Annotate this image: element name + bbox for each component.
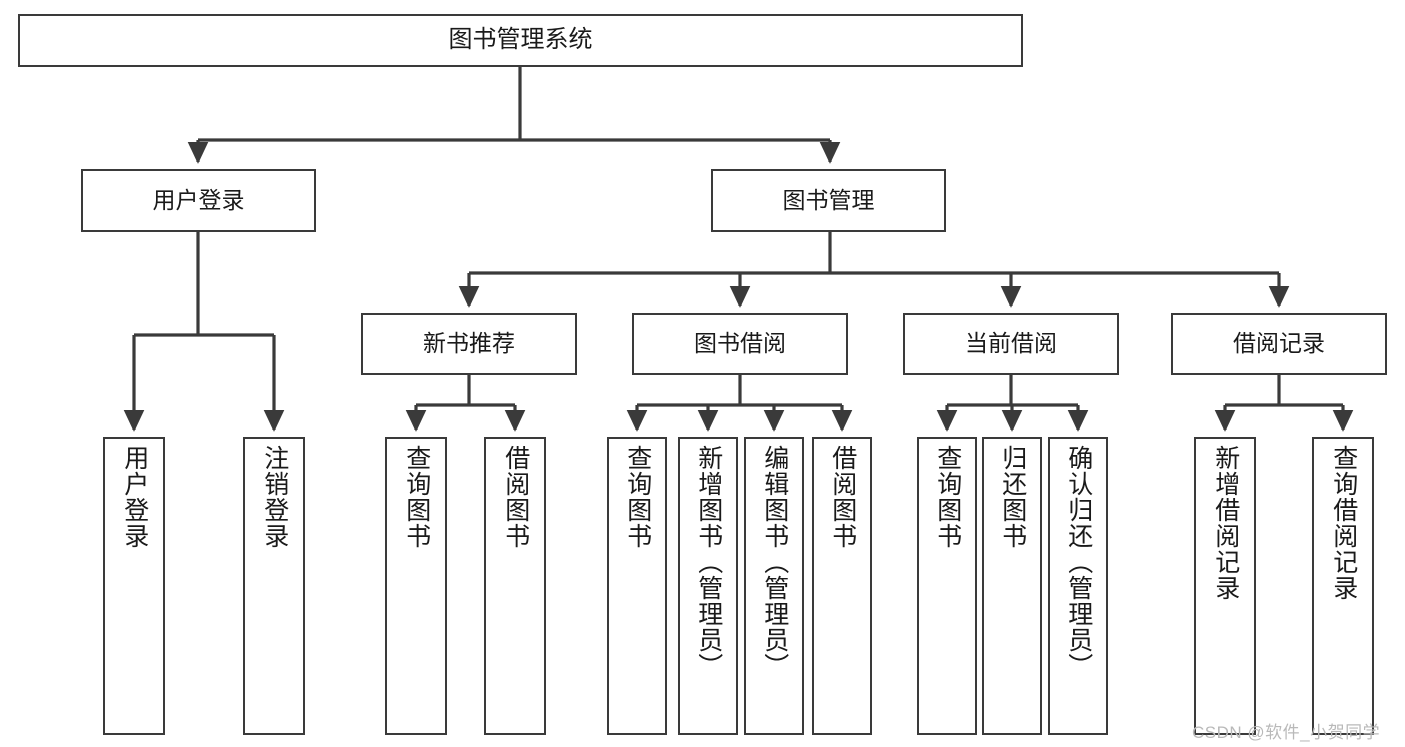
node-new-book-recommend[interactable]: 新书推荐 bbox=[361, 313, 577, 375]
leaf-add-borrow-record[interactable]: 新增借阅记录 bbox=[1194, 437, 1256, 735]
node-borrow-record[interactable]: 借阅记录 bbox=[1171, 313, 1387, 375]
leaf-query-book-borrow-label: 查询图书 bbox=[623, 445, 652, 549]
leaf-query-book-borrow[interactable]: 查询图书 bbox=[607, 437, 667, 735]
leaf-return-book-label: 归还图书 bbox=[998, 445, 1027, 549]
leaf-add-borrow-record-label: 新增借阅记录 bbox=[1211, 445, 1240, 601]
node-book-borrow[interactable]: 图书借阅 bbox=[632, 313, 848, 375]
leaf-query-book-recommend-label: 查询图书 bbox=[402, 445, 431, 549]
node-user-login-label: 用户登录 bbox=[152, 186, 245, 213]
leaf-add-book-admin[interactable]: 新增图书（管理员） bbox=[678, 437, 738, 735]
node-current-borrow-label: 当前借阅 bbox=[965, 330, 1057, 357]
leaf-borrow-book-recommend[interactable]: 借阅图书 bbox=[484, 437, 546, 735]
leaf-query-borrow-record[interactable]: 查询借阅记录 bbox=[1312, 437, 1374, 735]
leaf-borrow-book-recommend-label: 借阅图书 bbox=[501, 445, 530, 549]
leaf-user-login-label: 用户登录 bbox=[120, 445, 149, 549]
leaf-borrow-book[interactable]: 借阅图书 bbox=[812, 437, 872, 735]
leaf-add-book-admin-label: 新增图书（管理员） bbox=[694, 445, 723, 679]
leaf-edit-book-admin-label: 编辑图书（管理员） bbox=[760, 445, 789, 679]
node-current-borrow[interactable]: 当前借阅 bbox=[903, 313, 1119, 375]
leaf-edit-book-admin[interactable]: 编辑图书（管理员） bbox=[744, 437, 804, 735]
leaf-query-borrow-record-label: 查询借阅记录 bbox=[1329, 445, 1358, 601]
node-book-manage[interactable]: 图书管理 bbox=[711, 169, 946, 232]
node-book-manage-label: 图书管理 bbox=[782, 186, 875, 213]
leaf-confirm-return-admin[interactable]: 确认归还（管理员） bbox=[1048, 437, 1108, 735]
leaf-query-book-current-label: 查询图书 bbox=[933, 445, 962, 549]
node-new-book-recommend-label: 新书推荐 bbox=[423, 330, 515, 357]
csdn-watermark: CSDN @软件_小贺同学 bbox=[1192, 723, 1381, 742]
leaf-user-login[interactable]: 用户登录 bbox=[103, 437, 165, 735]
leaf-confirm-return-admin-label: 确认归还（管理员） bbox=[1064, 445, 1093, 679]
node-book-borrow-label: 图书借阅 bbox=[694, 330, 786, 357]
leaf-query-book-current[interactable]: 查询图书 bbox=[917, 437, 977, 735]
node-root-label: 图书管理系统 bbox=[448, 26, 593, 54]
node-user-login[interactable]: 用户登录 bbox=[81, 169, 316, 232]
leaf-return-book[interactable]: 归还图书 bbox=[982, 437, 1042, 735]
node-borrow-record-label: 借阅记录 bbox=[1233, 330, 1325, 357]
leaf-borrow-book-label: 借阅图书 bbox=[828, 445, 857, 549]
node-root[interactable]: 图书管理系统 bbox=[18, 14, 1023, 67]
leaf-logout[interactable]: 注销登录 bbox=[243, 437, 305, 735]
leaf-logout-label: 注销登录 bbox=[260, 445, 289, 549]
leaf-query-book-recommend[interactable]: 查询图书 bbox=[385, 437, 447, 735]
